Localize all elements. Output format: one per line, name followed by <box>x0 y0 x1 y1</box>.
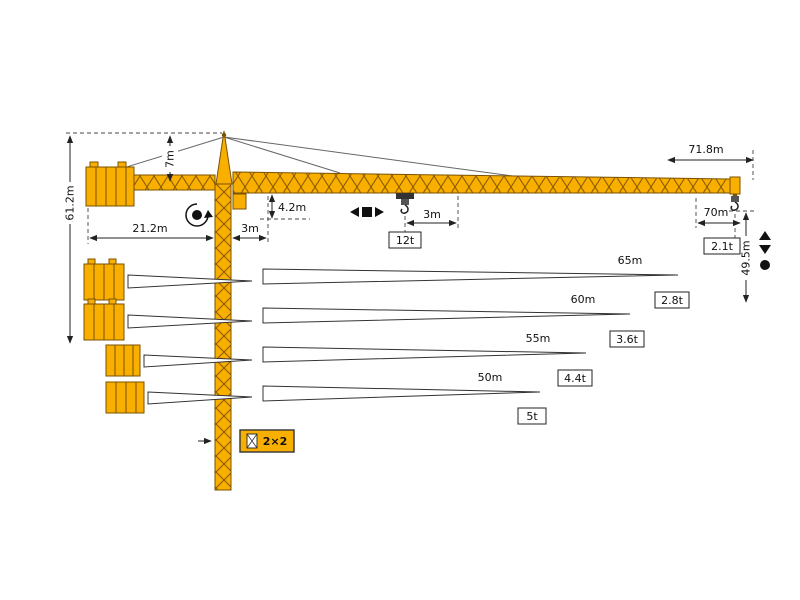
mast-section-callout: 2×2 <box>198 429 295 453</box>
counterweight <box>85 161 135 207</box>
dim-tower-head: 7m <box>162 135 178 182</box>
jib-variant-bar <box>262 385 541 402</box>
jib-variant-capacity-badge <box>557 369 593 387</box>
dim-hook-height-label: 49.5m <box>740 240 753 275</box>
dim-overall-height: 61.2m <box>62 135 78 344</box>
trolley-travel-icon <box>350 207 384 217</box>
counterweight-option-3 <box>105 344 253 377</box>
dim-total-radius: 71.8m <box>667 143 754 164</box>
jib-variant-capacity-label: 2.8t <box>661 294 683 307</box>
jib-variant-65m: 65m 2.8t <box>262 254 690 309</box>
jib-variant-capacity-label: 5t <box>526 410 538 423</box>
jib-variant-capacity-label: 4.4t <box>564 372 586 385</box>
jib-variant-50m: 50m 5t <box>262 371 547 425</box>
dim-jib-section-height: 4.2m <box>268 194 306 219</box>
jib-variant-55m: 55m 4.4t <box>262 332 593 387</box>
slewing-icon <box>185 203 213 227</box>
tower-head <box>215 130 233 185</box>
dim-tower-head-label: 7m <box>164 150 177 168</box>
main-jib <box>232 171 741 199</box>
mast-section-label: 2×2 <box>263 435 288 448</box>
jib-variant-capacity-badge <box>654 291 690 309</box>
counterweight-option-2 <box>83 298 253 341</box>
height-range-icon <box>759 231 771 270</box>
tower-mast <box>214 183 232 491</box>
jib-variant-length-label: 50m <box>478 371 503 384</box>
max-load-badge: 12t <box>388 231 422 249</box>
dim-rear-offset: 3m <box>232 222 267 242</box>
dim-trolley-offset: 3m <box>406 208 457 227</box>
dim-max-radius: 70m <box>697 206 741 227</box>
dim-hook-height: 49.5m <box>738 212 754 303</box>
counter-jib <box>133 174 216 191</box>
counterweight-option-1 <box>83 258 253 301</box>
dim-max-radius-label: 70m <box>704 206 729 219</box>
jib-variant-length-label: 65m <box>618 254 643 267</box>
mast-section-icon <box>246 433 258 449</box>
counterweight-option-4 <box>105 381 253 414</box>
dim-jib-section-height-label: 4.2m <box>278 201 306 214</box>
tip-load-label: 2.1t <box>711 240 733 253</box>
jib-variant-bar <box>262 268 679 285</box>
dim-overall-height-label: 61.2m <box>64 185 77 220</box>
trolley-hook <box>396 193 414 214</box>
jib-variant-capacity-badge <box>609 330 645 348</box>
dim-counterjib-radius: 21.2m <box>89 222 214 242</box>
jib-variant-length-label: 60m <box>571 293 596 306</box>
jib-variant-capacity-label: 3.6t <box>616 333 638 346</box>
jib-variant-length-label: 55m <box>526 332 551 345</box>
dim-total-radius-label: 71.8m <box>688 143 723 156</box>
construction-lines <box>66 132 756 244</box>
dim-rear-offset-label: 3m <box>241 222 259 235</box>
jib-variant-60m: 60m 3.6t <box>262 293 645 348</box>
jib-tip-hook <box>730 196 739 211</box>
operator-cab <box>232 193 247 210</box>
max-load-label: 12t <box>396 234 415 247</box>
jib-variant-bar <box>262 307 631 324</box>
dim-counterjib-radius-label: 21.2m <box>132 222 167 235</box>
dim-trolley-offset-label: 3m <box>423 208 441 221</box>
tip-load-badge: 2.1t <box>703 237 741 255</box>
jib-variant-capacity-badge <box>517 407 547 425</box>
jib-variant-bar <box>262 346 587 363</box>
